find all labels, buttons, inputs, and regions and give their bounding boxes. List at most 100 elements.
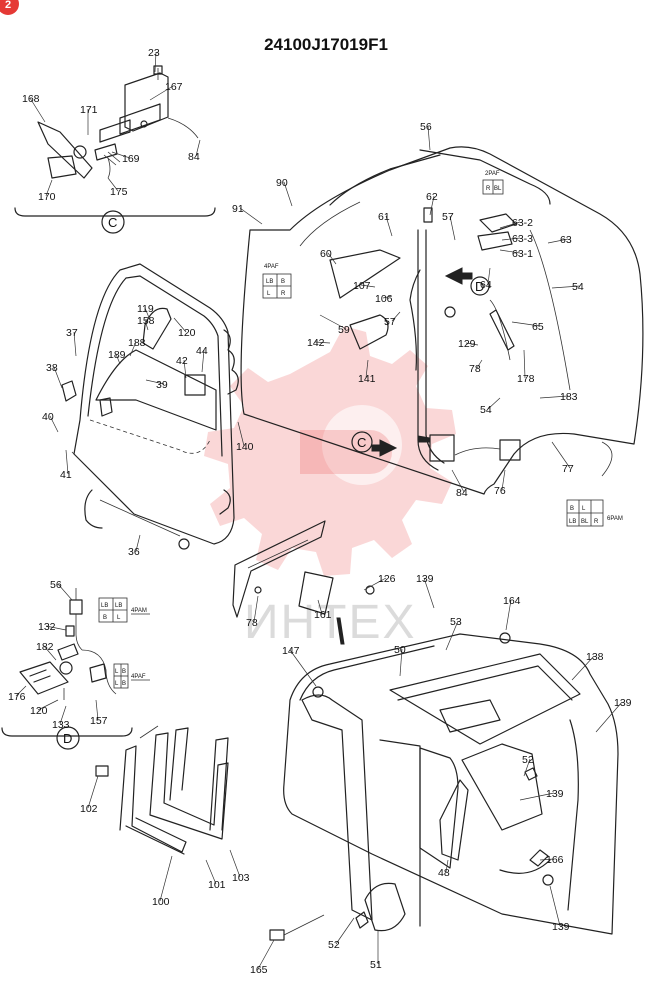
leader-line: [360, 284, 376, 288]
connector-c3-cell: B: [570, 506, 574, 512]
leader-line: [144, 319, 149, 331]
part-callout-36: 36: [128, 546, 140, 558]
leader-line: [445, 859, 449, 873]
connector-c3-label: 6PAM: [607, 516, 623, 522]
cab-door: [61, 263, 239, 550]
part-callout-107: 107: [353, 280, 371, 292]
part-callout-169: 169: [122, 153, 140, 165]
connector-d2-label: 4PAF: [131, 674, 146, 680]
leader-line: [45, 179, 53, 197]
leader-line: [154, 51, 157, 73]
corner-badge-number: 2: [5, 0, 11, 11]
part-callout-189: 189: [108, 349, 126, 361]
leader-line: [59, 705, 67, 725]
leader-line: [501, 237, 521, 241]
leader-line: [145, 379, 165, 385]
leader-line: [183, 359, 187, 379]
leader-line: [499, 249, 521, 254]
leader-line: [195, 139, 201, 157]
leader-line: [229, 849, 241, 878]
part-callout-84: 84: [456, 487, 468, 499]
leader-line: [465, 342, 479, 346]
leader-line: [382, 295, 393, 299]
leader-line: [29, 97, 46, 123]
leader-line: [365, 359, 369, 379]
leader-line: [87, 775, 99, 809]
part-callout-50: 50: [394, 644, 406, 656]
leader-line: [539, 858, 555, 861]
part-callout-120: 120: [30, 705, 48, 717]
part-callout-63-1: 63-1: [512, 248, 533, 260]
watermark-gear-logo: [204, 326, 456, 576]
part-callout-171: 171: [80, 104, 98, 116]
part-callout-103: 103: [232, 872, 250, 884]
leader-line: [111, 151, 131, 159]
connector-d1-cell: B: [103, 615, 107, 621]
part-callout-78: 78: [469, 363, 481, 375]
part-callout-60: 60: [320, 248, 332, 260]
part-callout-56: 56: [50, 579, 62, 591]
part-callout-167: 167: [165, 81, 183, 93]
leader-line: [423, 577, 435, 609]
cab-lower-frame: [269, 632, 619, 941]
leader-line: [253, 595, 259, 623]
leader-line: [205, 859, 217, 885]
part-callout-54: 54: [572, 281, 584, 293]
part-callout-57: 57: [442, 211, 454, 223]
part-callout-129: 129: [458, 338, 476, 350]
part-callout-53: 53: [450, 616, 462, 628]
leader-line: [53, 366, 63, 389]
part-callout-63: 63: [560, 234, 572, 246]
leader-line: [487, 397, 501, 410]
corner-badge: 2: [0, 0, 19, 15]
part-callout-161: 161: [314, 609, 332, 621]
connector-d1-4pam: LB LB B L 4PAM: [98, 597, 150, 623]
front-glass-lower: [232, 520, 375, 645]
part-callout-39: 39: [156, 379, 168, 391]
part-callout-48: 48: [438, 867, 450, 879]
part-callout-157: 157: [90, 715, 108, 727]
part-callout-40: 40: [42, 411, 54, 423]
connector-c3-cell: LB: [569, 519, 576, 525]
connector-d1-cell: LB: [115, 603, 122, 609]
part-callout-175: 175: [110, 186, 128, 198]
part-callout-166: 166: [546, 854, 564, 866]
view-d-marker: D: [63, 731, 72, 746]
connector-d2-cell: L: [115, 669, 119, 675]
part-callout-78: 78: [246, 617, 258, 629]
leader-line: [257, 939, 275, 970]
view-d-marker-upper: D: [475, 279, 484, 294]
part-callout-165: 165: [250, 964, 268, 976]
leader-line: [399, 648, 403, 677]
leader-line: [149, 85, 174, 101]
window-glass-set: [95, 725, 229, 855]
leader-line: [551, 441, 571, 469]
leader-line: [487, 267, 491, 285]
leader-line: [95, 699, 99, 721]
leader-line: [43, 645, 57, 661]
leader-line: [519, 792, 555, 801]
part-callout-59: 59: [338, 324, 350, 336]
connector-d2-cell: L: [115, 681, 119, 687]
view-c-marker-upper: C: [357, 435, 366, 450]
connector-c2-label: 4PAF: [264, 264, 279, 270]
part-callout-106: 106: [375, 293, 393, 305]
part-callout-164: 164: [503, 595, 521, 607]
part-callout-54: 54: [480, 404, 492, 416]
part-callout-37: 37: [66, 327, 78, 339]
connector-c2-cell: LB: [266, 279, 273, 285]
connector-c2-cell: R: [281, 291, 286, 297]
part-callout-62: 62: [426, 191, 438, 203]
part-callout-100: 100: [152, 896, 170, 908]
part-callout-63-3: 63-3: [512, 233, 533, 245]
leader-line: [201, 349, 205, 373]
part-callout-176: 176: [8, 691, 26, 703]
part-callout-84: 84: [188, 151, 200, 163]
part-callout-141: 141: [358, 373, 376, 385]
part-callout-140: 140: [236, 441, 254, 453]
part-callout-170: 170: [38, 191, 56, 203]
part-callout-57: 57: [384, 316, 396, 328]
part-callout-158: 158: [137, 315, 155, 327]
part-callout-90: 90: [276, 177, 288, 189]
